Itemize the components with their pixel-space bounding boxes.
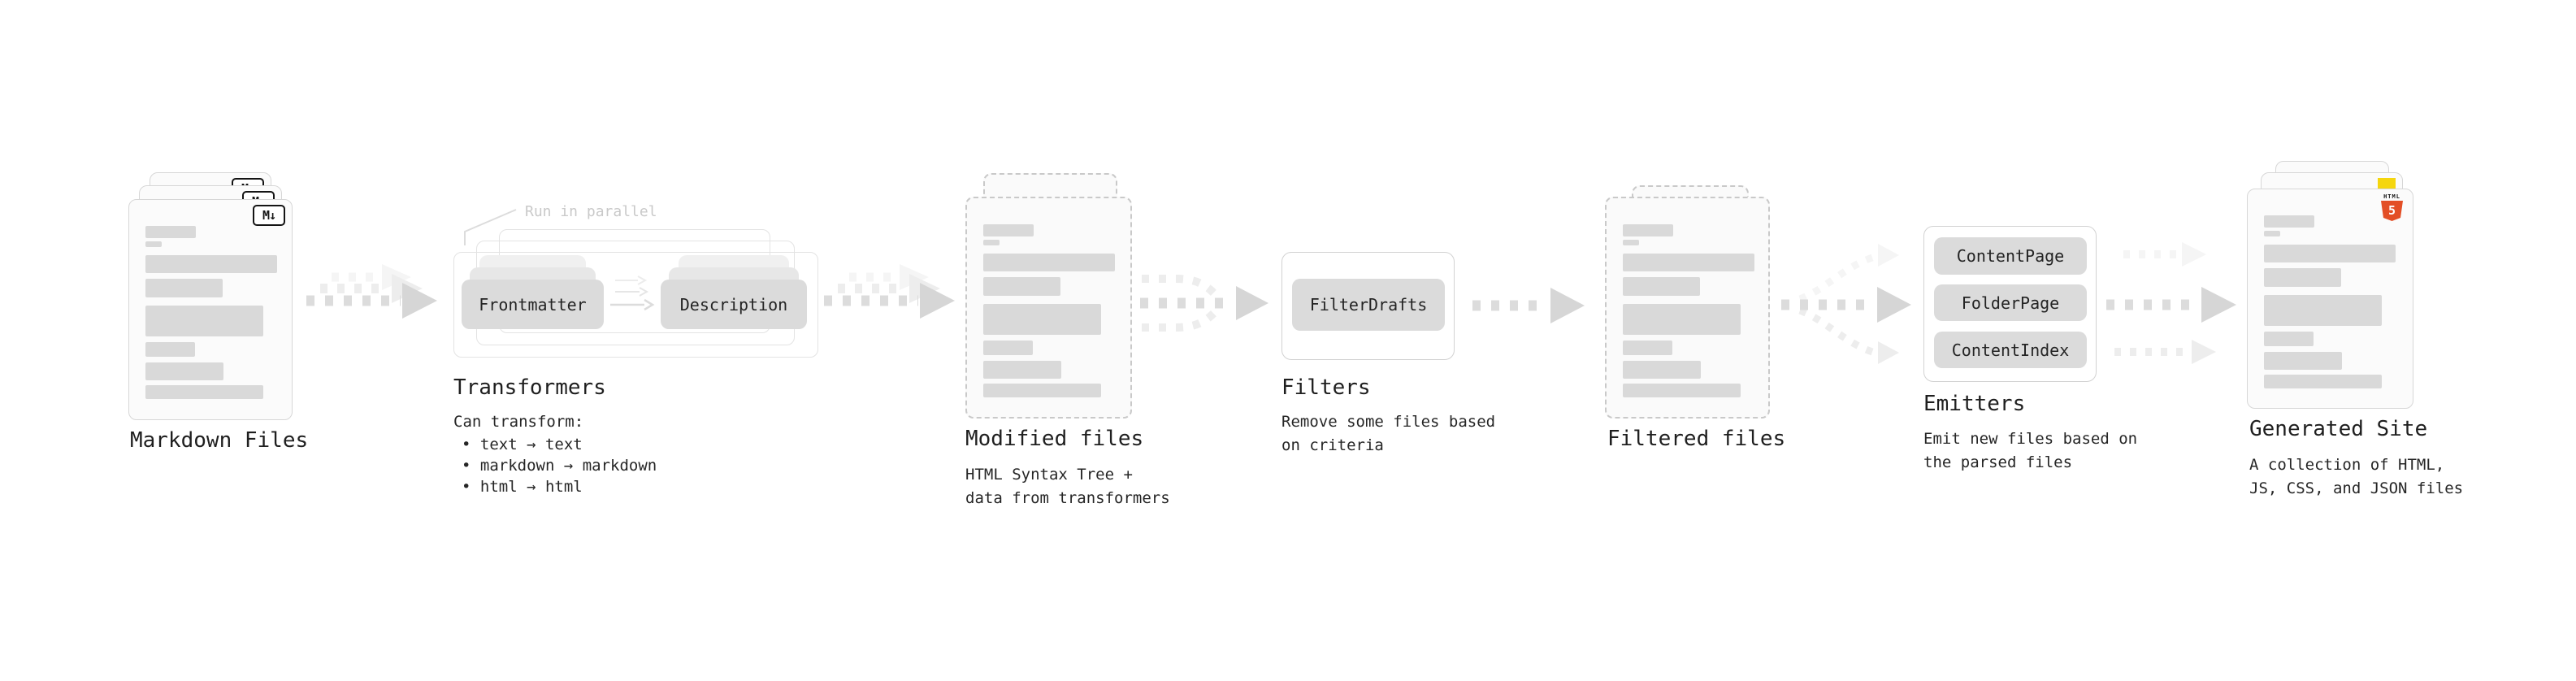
emitters-desc: Emit new files based on the parsed files	[1923, 427, 2137, 475]
filtered-files-label: Filtered files	[1607, 427, 1786, 451]
run-in-parallel-note: Run in parallel	[525, 203, 657, 220]
javascript-icon	[2378, 178, 2396, 189]
doc-text-bar	[2264, 352, 2342, 370]
arrow-emitters-to-generated	[2106, 242, 2236, 364]
desc-line: on criteria	[1281, 436, 1384, 454]
transformer-pill-description: Description	[661, 280, 807, 329]
doc-text-bar	[2264, 231, 2280, 236]
emitter-pill-contentindex: ContentIndex	[1934, 332, 2087, 368]
doc-text-bar	[145, 241, 162, 247]
emitter-pill-contentpage: ContentPage	[1934, 237, 2087, 275]
bullet-item: • markdown → markdown	[462, 457, 657, 475]
arrow-filters-to-filtered	[1472, 288, 1585, 323]
doc-text-bar	[145, 279, 223, 297]
markdown-icon: M↓	[253, 205, 285, 226]
transformers-box-outer	[453, 252, 818, 358]
doc-text-bar	[1623, 304, 1741, 335]
arrow-filtered-to-emitters	[1781, 244, 1911, 364]
desc-line: HTML Syntax Tree +	[965, 466, 1133, 484]
desc-line: Remove some files based	[1281, 413, 1496, 431]
modified-files-desc: HTML Syntax Tree + data from transformer…	[965, 463, 1170, 510]
doc-text-bar	[2264, 332, 2314, 346]
markdown-files-label: Markdown Files	[130, 428, 309, 453]
doc-text-bar	[983, 224, 1034, 236]
filters-desc: Remove some files based on criteria	[1281, 410, 1495, 458]
transformer-pill-frontmatter: Frontmatter	[462, 280, 604, 329]
doc-text-bar	[983, 384, 1101, 397]
doc-text-bar	[145, 385, 263, 399]
html5-icon-shield: 5	[2381, 201, 2403, 221]
arrow-transformers-to-modified	[824, 264, 955, 319]
doc-text-bar	[983, 240, 1000, 245]
doc-text-bar	[1623, 240, 1639, 245]
doc-text-bar	[2264, 215, 2314, 228]
desc-line: Emit new files based on	[1923, 430, 2138, 448]
doc-text-bar	[1623, 277, 1700, 296]
doc-text-bar	[145, 226, 196, 238]
doc-text-bar	[145, 342, 195, 357]
desc-line: the parsed files	[1923, 453, 2073, 471]
doc-text-bar	[2264, 295, 2382, 326]
doc-text-bar	[1623, 384, 1741, 397]
markdown-file-card-front: M↓	[128, 199, 293, 420]
emitter-pill-folderpage: FolderPage	[1934, 284, 2087, 321]
desc-line: JS, CSS, and JSON files	[2249, 479, 2464, 497]
transformers-bullet-list: • text → text • markdown → markdown • ht…	[462, 434, 657, 497]
run-in-parallel-leader-line	[464, 209, 517, 245]
generated-site-desc: A collection of HTML, JS, CSS, and JSON …	[2249, 453, 2463, 501]
filters-label: Filters	[1281, 375, 1371, 400]
arrow-markdown-to-transformers	[306, 264, 437, 319]
html5-icon: HTML 5	[2381, 193, 2403, 221]
generated-file-card-front: HTML 5	[2247, 189, 2413, 409]
arrow-modified-to-filters	[1140, 275, 1268, 332]
filter-pill-filterdrafts: FilterDrafts	[1292, 279, 1445, 331]
doc-text-bar	[1623, 340, 1672, 355]
desc-line: data from transformers	[965, 489, 1170, 507]
doc-text-bar	[1623, 254, 1754, 271]
modified-files-label: Modified files	[965, 427, 1144, 451]
bullet-item: • html → html	[462, 478, 583, 496]
emitters-label: Emitters	[1923, 392, 2026, 416]
doc-text-bar	[2264, 268, 2341, 287]
html5-icon-title: HTML	[2383, 193, 2400, 200]
transformers-desc-heading: Can transform:	[453, 413, 584, 431]
doc-text-bar	[145, 362, 223, 380]
generated-site-label: Generated Site	[2249, 417, 2428, 441]
doc-text-bar	[1623, 361, 1701, 379]
bullet-item: • text → text	[462, 436, 583, 453]
parallel-mini-arrows	[610, 275, 655, 311]
modified-file-card-front	[965, 197, 1132, 419]
filtered-file-card-front	[1605, 197, 1770, 419]
transformers-label: Transformers	[453, 375, 606, 400]
doc-text-bar	[2264, 245, 2396, 262]
doc-text-bar	[983, 277, 1060, 296]
doc-text-bar	[1623, 224, 1673, 236]
doc-text-bar	[983, 361, 1061, 379]
doc-text-bar	[2264, 375, 2382, 388]
doc-text-bar	[983, 254, 1115, 271]
doc-text-bar	[983, 304, 1101, 335]
desc-line: A collection of HTML,	[2249, 456, 2445, 474]
doc-text-bar	[145, 306, 263, 336]
doc-text-bar	[983, 340, 1033, 355]
doc-text-bar	[145, 255, 277, 273]
